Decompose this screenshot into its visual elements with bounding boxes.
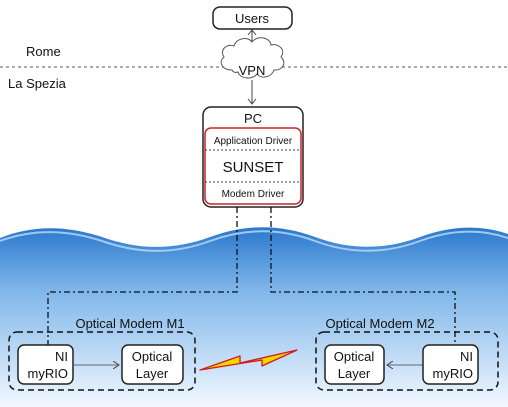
m1-ni-label: NI [55,349,68,364]
modem-m1-title: Optical Modem M1 [75,316,184,331]
pc-title: PC [244,111,262,126]
m1-myrio-label: myRIO [28,366,68,381]
application-driver-label: Application Driver [214,136,293,147]
m2-ni-label: NI [460,349,473,364]
location-la-spezia: La Spezia [8,76,67,91]
users-label: Users [235,11,269,26]
m2-optical-label: Optical [334,349,375,364]
optical-modem-m2 [315,331,499,391]
vpn-cloud-icon [220,37,285,79]
sunset-label: SUNSET [223,159,284,176]
m2-optical-layer-box [324,344,385,385]
m1-layer-label: Layer [136,366,169,381]
optical-link-lightning-icon [199,349,298,371]
link-pc-to-m1 [47,207,238,347]
m2-layer-label: Layer [338,366,371,381]
modem-m2-title: Optical Modem M2 [325,316,434,331]
m2-ni-myrio-box [422,344,479,385]
m2-myrio-label: myRIO [433,366,473,381]
pc-arrowhead [247,98,257,105]
optical-modem-m1 [8,331,196,391]
m1-optical-label: Optical [132,349,173,364]
vpn-label: VPN [239,63,266,78]
modem-driver-label: Modem Driver [222,189,285,200]
m1-optical-layer-box [121,344,184,385]
users-node [212,6,293,30]
users-arrowhead [247,29,257,36]
wave-highlight [0,230,508,252]
location-rome: Rome [26,44,61,59]
link-pc-to-m2 [270,207,456,347]
pc-software-stack [204,127,302,205]
